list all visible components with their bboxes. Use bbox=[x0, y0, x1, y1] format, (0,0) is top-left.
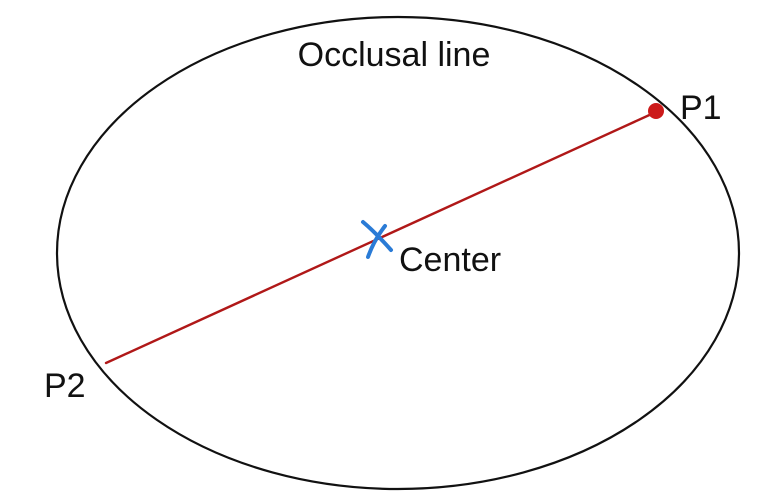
center-cross-icon bbox=[361, 220, 393, 259]
p1-label: P1 bbox=[680, 89, 722, 127]
center-label: Center bbox=[399, 241, 501, 279]
p1-marker-dot bbox=[648, 103, 664, 119]
occlusal-ellipse bbox=[55, 15, 741, 491]
p2-label: P2 bbox=[44, 367, 86, 405]
occlusal-line-label: Occlusal line bbox=[298, 36, 491, 74]
